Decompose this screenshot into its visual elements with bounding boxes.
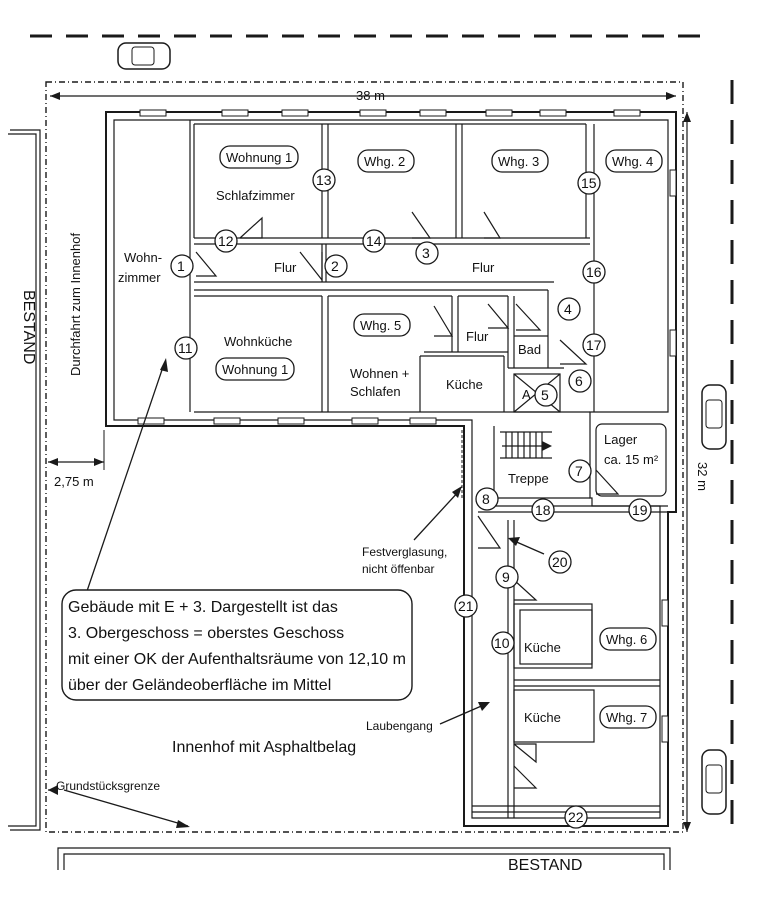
room-lager-2: ca. 15 m² (604, 452, 659, 467)
festverglasung-label-1: Festverglasung, (362, 545, 447, 559)
marker-14: 14 (362, 229, 386, 253)
svg-text:13: 13 (316, 172, 332, 188)
svg-text:20: 20 (552, 554, 568, 570)
marker-5: 5 (534, 383, 558, 407)
marker-20: 20 (548, 550, 572, 574)
room-wohnzimmer-1: Wohn- (124, 250, 162, 265)
room-whg2: Whg. 2 (364, 154, 405, 169)
property-boundary (45, 81, 684, 833)
room-flur-left: Flur (274, 260, 297, 275)
svg-text:10: 10 (494, 635, 510, 651)
marker-15: 15 (577, 171, 601, 195)
room-wohnzimmer-2: zimmer (118, 270, 161, 285)
svg-text:4: 4 (564, 301, 572, 317)
marker-10: 10 (491, 631, 515, 655)
room-treppe: Treppe (508, 471, 549, 486)
arrows (48, 358, 545, 828)
room-flur-small: Flur (466, 329, 489, 344)
svg-text:18: 18 (535, 502, 551, 518)
room-kueche5: Küche (446, 377, 483, 392)
grenze-label: Grundstücksgrenze (56, 779, 160, 793)
room-whg6: Whg. 6 (606, 632, 647, 647)
room-wohnen-1: Wohnen + (350, 366, 409, 381)
svg-text:2: 2 (331, 258, 339, 274)
svg-text:14: 14 (366, 233, 382, 249)
svg-text:3: 3 (422, 245, 430, 261)
windows (137, 109, 677, 743)
svg-text:11: 11 (178, 340, 193, 356)
car-icon (701, 384, 727, 450)
existing-building-bottom (57, 847, 671, 870)
laubengang-label: Laubengang (366, 719, 433, 733)
svg-text:6: 6 (575, 373, 583, 389)
marker-1: 1 (170, 254, 194, 278)
room-schlafzimmer: Schlafzimmer (216, 188, 295, 203)
marker-11: 11 (174, 336, 198, 360)
dimension-depth-label: 32 m (695, 462, 710, 491)
car-icon (701, 749, 727, 815)
svg-text:12: 12 (218, 233, 234, 249)
marker-6: 6 (568, 369, 592, 393)
marker-12: 12 (214, 229, 238, 253)
marker-22: 22 (564, 805, 588, 829)
room-wohnkueche: Wohnküche (224, 334, 292, 349)
note-box: Gebäude mit E + 3. Dargestellt ist das 3… (61, 589, 413, 701)
note-line-2: 3. Obergeschoss = oberstes Geschoss (68, 625, 344, 642)
note-line-1: Gebäude mit E + 3. Dargestellt ist das (68, 599, 338, 616)
note-line-4: über der Geländeoberfläche im Mittel (68, 677, 331, 694)
marker-17: 17 (582, 333, 606, 357)
room-flur-mid: Flur (472, 260, 495, 275)
room-whg7: Whg. 7 (606, 710, 647, 725)
marker-3: 3 (415, 241, 439, 265)
car-icon (117, 42, 171, 70)
marker-18: 18 (531, 498, 555, 522)
svg-text:9: 9 (502, 569, 510, 585)
room-kueche7: Küche (524, 710, 561, 725)
svg-text:17: 17 (586, 337, 602, 353)
marker-8: 8 (475, 487, 499, 511)
innenhof-label: Innenhof mit Asphaltbelag (172, 739, 356, 756)
svg-text:22: 22 (568, 809, 584, 825)
aufzug-label: A (522, 387, 531, 402)
dimension-width-label: 38 m (356, 88, 385, 103)
room-wohnung1-top: Wohnung 1 (226, 150, 292, 165)
dimension-passage (48, 430, 105, 470)
marker-16: 16 (582, 260, 606, 284)
svg-text:15: 15 (581, 175, 597, 191)
durchfahrt-label: Durchfahrt zum Innenhof (68, 233, 83, 376)
dimension-width (50, 92, 676, 100)
existing-building-left (8, 129, 41, 831)
dimension-depth (683, 112, 691, 832)
room-whg5: Whg. 5 (360, 318, 401, 333)
marker-21: 21 (454, 594, 478, 618)
marker-2: 2 (324, 254, 348, 278)
svg-text:1: 1 (177, 258, 185, 274)
bestand-bottom-label: BESTAND (508, 857, 582, 874)
marker-4: 4 (557, 297, 581, 321)
room-lager-1: Lager (604, 432, 638, 447)
room-whg3: Whg. 3 (498, 154, 539, 169)
doors (195, 211, 620, 789)
dimension-passage-label: 2,75 m (54, 474, 94, 489)
bestand-left-label: BESTAND (20, 290, 37, 364)
note-line-3: mit einer OK der Aufenthaltsräume von 12… (68, 651, 406, 668)
marker-9: 9 (495, 565, 519, 589)
marker-7: 7 (568, 459, 592, 483)
room-whg4: Whg. 4 (612, 154, 653, 169)
svg-text:8: 8 (482, 491, 490, 507)
svg-text:19: 19 (632, 502, 648, 518)
svg-text:21: 21 (458, 598, 474, 614)
svg-text:5: 5 (541, 387, 549, 403)
marker-13: 13 (312, 168, 336, 192)
room-wohnung1-bottom: Wohnung 1 (222, 362, 288, 377)
festverglasung-label-2: nicht öffenbar (362, 562, 435, 576)
svg-text:16: 16 (586, 264, 602, 280)
marker-19: 19 (628, 498, 652, 522)
room-wohnen-2: Schlafen (350, 384, 401, 399)
room-kueche6: Küche (524, 640, 561, 655)
svg-text:7: 7 (575, 463, 583, 479)
room-bad: Bad (518, 342, 541, 357)
